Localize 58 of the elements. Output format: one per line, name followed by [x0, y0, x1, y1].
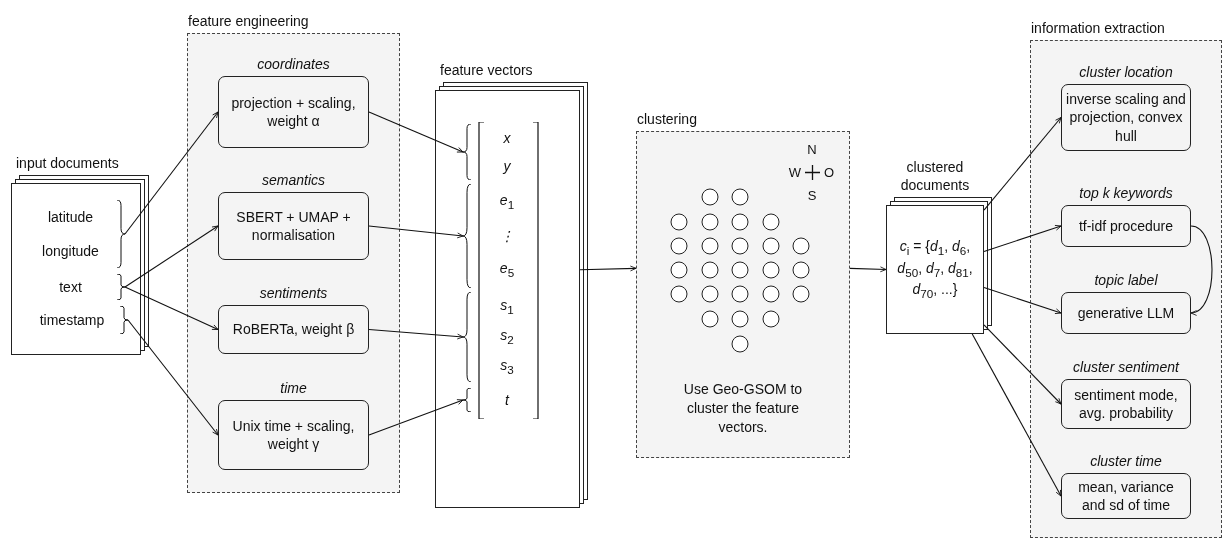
box-heading: cluster location: [1079, 62, 1173, 81]
vector-entry: x: [503, 128, 511, 148]
box-heading: topic label: [1094, 270, 1158, 289]
vector-entry: ⋮: [500, 226, 514, 246]
compass-letter: S: [807, 187, 817, 203]
compass-letter: N: [807, 141, 817, 157]
arrow: [971, 333, 1062, 497]
compass-letter: W: [788, 164, 802, 180]
box-text: generative LLM: [1077, 303, 1175, 323]
stack-heading: clustered documents: [899, 157, 971, 194]
box-text: Unix time + scaling, weight γ: [231, 416, 356, 454]
box-text: SBERT + UMAP + normalisation: [235, 207, 352, 245]
arrow: [124, 111, 219, 235]
box-heading: top k keywords: [1079, 183, 1173, 202]
arrow: [983, 287, 1062, 314]
group-title: feature engineering: [188, 13, 309, 29]
field-label: latitude: [47, 207, 94, 227]
arrow: [368, 399, 464, 436]
group-title: information extraction: [1031, 20, 1165, 36]
arrow: [983, 225, 1062, 252]
vector-entry: e$_{5}$: [499, 259, 515, 281]
arrow: [579, 265, 637, 272]
box-heading: semantics: [262, 170, 325, 189]
box-text: inverse scaling and projection, convex hull: [1066, 90, 1186, 145]
description-text: Use Geo-GSOM to cluster the feature vectors.: [682, 380, 804, 437]
arrow: [124, 225, 219, 288]
box-heading: coordinates: [257, 54, 330, 73]
stack-heading: feature vectors: [440, 60, 533, 79]
box-text: mean, variance and sd of time: [1077, 477, 1175, 515]
box-text: projection + scaling, weight α: [230, 93, 357, 131]
compass-letter: O: [823, 164, 835, 180]
field-label: timestamp: [39, 310, 105, 330]
vector-entry: s$_{3}$: [500, 356, 514, 378]
box-heading: time: [280, 378, 307, 397]
field-label: text: [59, 277, 82, 297]
arrow: [368, 111, 464, 153]
arrow: [1190, 225, 1213, 315]
arrow: [368, 225, 464, 239]
box-heading: sentiments: [259, 283, 328, 302]
vector-entry: s$_{2}$: [500, 326, 514, 348]
arrow: [983, 324, 1062, 405]
arrow: [849, 266, 887, 273]
box-heading: cluster sentiment: [1073, 357, 1179, 376]
box-text: sentiment mode, avg. probability: [1073, 385, 1179, 423]
vector-entry: y: [503, 156, 511, 176]
box-text: RoBERTa, weight β: [232, 320, 355, 339]
box-heading: cluster time: [1090, 451, 1162, 470]
arrow: [983, 116, 1062, 211]
stack-heading: input documents: [16, 153, 119, 172]
vector-entry: e$_{1}$: [499, 191, 515, 213]
document-text: c$_{i}$ = {d$_{1}$, d$_{6}$, d$_{50}$, d$_{7}$, d$_{81}$, d$_{70}$, ...}: [896, 237, 974, 302]
group-title: clustering: [637, 111, 697, 127]
box-text: tf-idf procedure: [1078, 216, 1174, 236]
field-label: longitude: [42, 241, 99, 261]
arrow: [368, 328, 464, 340]
vector-entry: s$_{1}$: [500, 296, 514, 318]
arrow: [124, 286, 219, 331]
vector-entry: t: [505, 390, 509, 410]
